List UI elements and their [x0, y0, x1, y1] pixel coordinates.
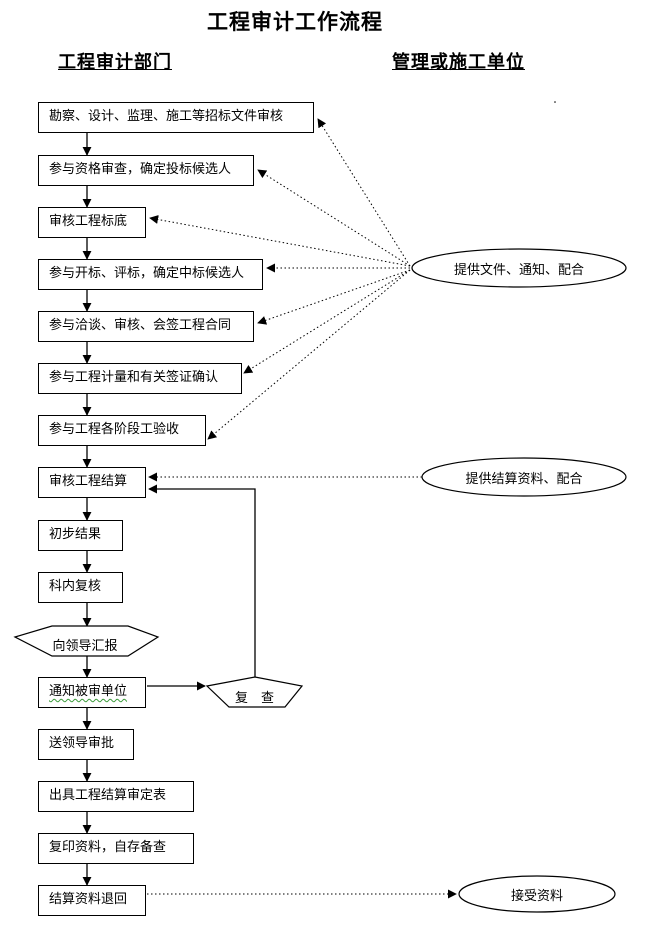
step-review-settlement[interactable]: 审核工程结算 — [38, 467, 146, 498]
step-review-base-price[interactable]: 审核工程标底 — [38, 207, 146, 238]
step-notify-audited-unit[interactable]: 通知被审单位 — [38, 677, 146, 708]
step-bid-opening-evaluation[interactable]: 参与开标、评标，确定中标候选人 — [38, 259, 263, 290]
step-copy-archive[interactable]: 复印资料，自存备查 — [38, 833, 194, 864]
step-bidding-docs-review[interactable]: 勘察、设计、监理、施工等招标文件审核 — [38, 102, 314, 133]
dotted-arrow-to-s5 — [257, 269, 411, 325]
ellipse-provide-docs-label: 提供文件、通知、配合 — [453, 263, 584, 278]
step-stage-acceptance[interactable]: 参与工程各阶段工验收 — [38, 415, 206, 446]
step-internal-recheck[interactable]: 科内复核 — [38, 572, 123, 603]
stray-dot — [554, 101, 556, 103]
shape-recheck — [205, 676, 304, 708]
step-report-to-leader[interactable]: 向领导汇报 — [52, 639, 118, 654]
dotted-arrow-to-s7 — [207, 269, 411, 440]
page-title: 工程审计工作流程 — [207, 9, 383, 34]
step-qualification-review[interactable]: 参与资格审查，确定投标候选人 — [38, 155, 254, 186]
dotted-arrow-to-s6 — [243, 269, 411, 374]
shape-report-to-leader — [13, 625, 160, 657]
arrow-recheck-to-settlement — [148, 484, 256, 678]
dotted-arrow-to-s3 — [149, 215, 411, 267]
shape-recheck-label: 复 查 — [234, 691, 274, 706]
step-issue-settlement-form[interactable]: 出具工程结算审定表 — [38, 781, 194, 812]
ellipse-provide-settlement — [421, 457, 627, 497]
step-preliminary-result[interactable]: 初步结果 — [38, 520, 123, 551]
column-heading-audit-dept: 工程审计部门 — [58, 52, 172, 73]
column-heading-management-unit: 管理或施工单位 — [392, 52, 525, 73]
ellipse-receive-docs-label: 接受资料 — [510, 889, 563, 904]
dotted-arrow-to-s1 — [317, 118, 411, 267]
step-notify-audited-unit-label: 通知被审单位 — [49, 684, 128, 699]
ellipse-receive-docs — [458, 875, 616, 913]
step-leader-approval[interactable]: 送领导审批 — [38, 729, 134, 760]
ellipse-provide-settlement-label: 提供结算资料、配合 — [465, 472, 583, 487]
ellipse-provide-docs — [411, 248, 627, 288]
step-contract-negotiation[interactable]: 参与洽谈、审核、会签工程合同 — [38, 311, 254, 342]
step-return-settlement-docs[interactable]: 结算资料退回 — [38, 885, 146, 916]
step-measurement-confirmation[interactable]: 参与工程计量和有关签证确认 — [38, 363, 242, 394]
